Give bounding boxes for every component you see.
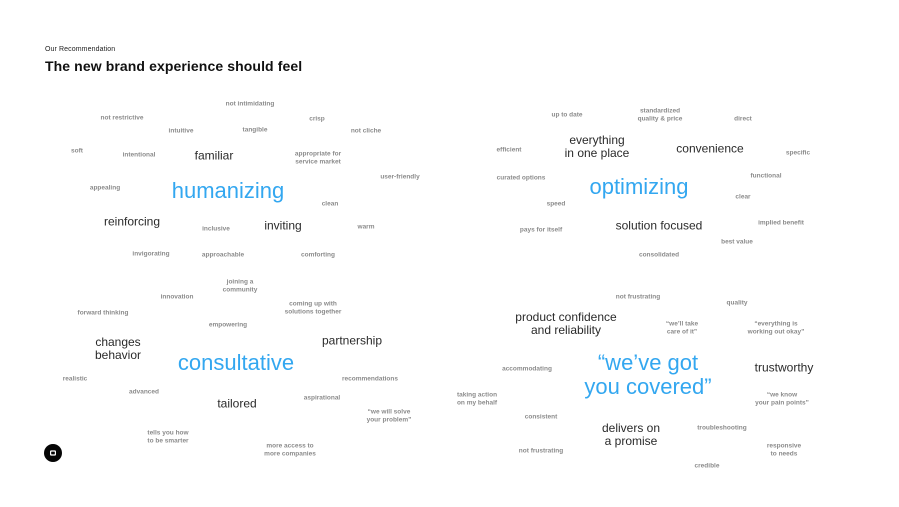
word-direct: direct	[734, 115, 752, 123]
word-specific: specific	[785, 149, 811, 157]
word-forward-thinking: forward thinking	[77, 309, 129, 317]
word-not-intimidating: not intimidating	[225, 100, 275, 108]
word-warm: warm	[357, 223, 375, 231]
word-not-cliche: not cliche	[350, 127, 382, 135]
word-inclusive: inclusive	[202, 225, 230, 233]
word-innovation: innovation	[160, 293, 194, 301]
word-optimizing: optimizing	[589, 174, 689, 199]
word-partnership: partnership	[321, 333, 383, 348]
word-not-restrictive: not restrictive	[100, 114, 144, 122]
word-advanced: advanced	[129, 388, 159, 396]
word-user-friendly: user-friendly	[380, 173, 420, 181]
page-title: The new brand experience should feel	[45, 58, 303, 74]
word-functional: functional	[750, 172, 782, 180]
word-intentional: intentional	[122, 151, 156, 159]
word-weve-got-you-covered: “we’ve got you covered”	[584, 350, 712, 399]
word-convenience: convenience	[676, 141, 744, 156]
word-consolidated: consolidated	[638, 251, 680, 259]
word-troubleshooting: troubleshooting	[697, 424, 747, 432]
brand-logo-icon	[44, 444, 62, 462]
word-taking-action-on-my-behalf: taking action on my behalf	[456, 391, 498, 407]
word-intuitive: intuitive	[168, 127, 194, 135]
word-implied-benefit: implied benefit	[758, 219, 804, 227]
word-delivers-on-a-promise: delivers on a promise	[601, 421, 661, 448]
word-tangible: tangible	[242, 126, 268, 134]
word-crisp: crisp	[309, 115, 325, 123]
word-consistent: consistent	[524, 413, 558, 421]
eyebrow-label: Our Recommendation	[45, 46, 116, 53]
word-clean: clean	[321, 200, 339, 208]
word-not-frustrating-top: not frustrating	[615, 293, 661, 301]
word-joining-a-community: joining a community	[222, 278, 258, 294]
word-humanizing: humanizing	[171, 178, 285, 203]
word-tells-you-how-to-be-smarter: tells you how to be smarter	[147, 429, 189, 445]
word-appropriate-for-service-market: appropriate for service market	[294, 150, 342, 166]
word-everything-in-one-place: everything in one place	[564, 133, 630, 160]
word-soft: soft	[71, 147, 83, 155]
word-realistic: realistic	[62, 375, 88, 383]
word-best-value: best value	[721, 238, 753, 246]
word-inviting: inviting	[264, 218, 302, 233]
word-trustworthy: trustworthy	[754, 360, 814, 375]
word-we-will-solve-your-problem: “we will solve your problem”	[366, 408, 412, 424]
word-efficient: efficient	[496, 146, 522, 154]
word-more-access-to-more-companies: more access to more companies	[264, 442, 316, 458]
word-not-frustrating-bottom: not frustrating	[518, 447, 564, 455]
word-familiar: familiar	[194, 148, 234, 163]
word-responsive-to-needs: responsive to needs	[766, 442, 802, 458]
word-clear: clear	[735, 193, 751, 201]
word-well-take-care-of-it: “we’ll take care of it”	[665, 320, 699, 336]
word-up-to-date: up to date	[551, 111, 583, 119]
word-empowering: empowering	[208, 321, 248, 329]
word-quality: quality	[726, 299, 748, 307]
word-coming-up-with-solutions-together: coming up with solutions together	[284, 300, 342, 316]
word-appealing: appealing	[89, 184, 121, 192]
word-accommodating: accommodating	[502, 365, 552, 373]
word-we-know-your-pain-points: “we know your pain points”	[755, 391, 809, 407]
word-invigorating: invigorating	[132, 250, 170, 258]
word-approachable: approachable	[201, 251, 245, 259]
word-pays-for-itself: pays for itself	[519, 226, 563, 234]
word-standardized-quality-price: standardized quality & price	[637, 107, 683, 123]
word-consultative: consultative	[177, 350, 295, 375]
word-product-confidence-and-reliability: product confidence and reliability	[515, 310, 617, 337]
word-comforting: comforting	[301, 251, 335, 259]
word-tailored: tailored	[217, 396, 257, 411]
word-curated-options: curated options	[496, 174, 546, 182]
word-solution-focused: solution focused	[615, 218, 703, 233]
word-reinforcing: reinforcing	[103, 214, 161, 229]
word-recommendations: recommendations	[342, 375, 398, 383]
word-speed: speed	[546, 200, 566, 208]
word-changes-behavior: changes behavior	[94, 335, 142, 362]
word-aspirational: aspirational	[303, 394, 341, 402]
word-credible: credible	[694, 462, 720, 470]
word-everything-is-working-out-okay: “everything is working out okay”	[747, 320, 805, 336]
